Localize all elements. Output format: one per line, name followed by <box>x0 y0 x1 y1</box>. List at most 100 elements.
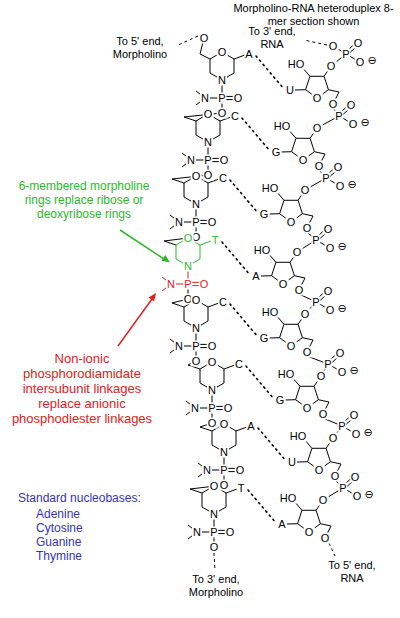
bridge-oxygen: O <box>207 418 218 429</box>
nucleobase-letter: C <box>234 359 244 370</box>
green-pointer <box>120 230 164 259</box>
ribose-ring <box>306 76 310 89</box>
oxygen: O <box>326 61 337 72</box>
ribose-ring <box>284 200 298 201</box>
chain-continuation <box>214 553 215 571</box>
bridge-oxygen: O <box>203 170 214 181</box>
phosphorus: P <box>338 483 347 494</box>
nucleobase-letter: U <box>287 457 297 468</box>
base-pair-bonds <box>230 180 258 213</box>
ring-oxygen: O <box>286 217 297 228</box>
ribose-ring <box>314 386 318 399</box>
nucleobase-letter: T <box>237 483 246 494</box>
ring-oxygen: O <box>191 295 202 306</box>
bond <box>302 338 313 340</box>
ring-oxygen: O <box>298 155 309 166</box>
ring-nitrogen: N <box>209 509 219 520</box>
hydroxyl: HO <box>277 369 296 380</box>
phosphorus: P <box>191 217 200 228</box>
nucleobase-letter: C <box>230 111 240 122</box>
ribose-ring <box>326 448 330 461</box>
ribose-ring <box>276 262 290 263</box>
phosphorus: P <box>207 403 216 414</box>
base-pair-bonds <box>258 428 286 461</box>
callout-note: Non-ionic phosphorodiamidate intersubuni… <box>6 352 158 427</box>
bridge-oxygen: O <box>191 356 202 367</box>
oxygen: O <box>350 472 361 483</box>
negative-charge: ⊖ <box>336 303 347 314</box>
oxygen: O <box>320 533 331 544</box>
ribose-ring <box>280 324 284 337</box>
oxygen: O <box>235 465 246 476</box>
negative-charge: ⊖ <box>359 117 370 128</box>
bond <box>294 276 305 278</box>
bond <box>285 399 296 400</box>
base-name: Guanine <box>36 536 81 550</box>
oxygen: O <box>351 429 362 440</box>
ring-oxygen: O <box>191 171 202 182</box>
oxygen: O <box>225 527 236 538</box>
ribose-ring <box>298 200 302 213</box>
oxygen: O <box>352 491 363 502</box>
bond <box>287 523 298 524</box>
ring-oxygen: O <box>304 527 315 538</box>
oxygen: O <box>300 309 311 320</box>
oxygen: O <box>355 57 366 68</box>
oxygen: O <box>312 123 323 134</box>
ribose-ring <box>324 76 328 89</box>
ring-oxygen: O <box>278 279 289 290</box>
nucleobase-letter: G <box>275 395 286 406</box>
morpholine-ring <box>234 59 235 73</box>
base-pair-bonds <box>246 366 274 399</box>
oxygen: O <box>353 38 364 49</box>
ring-oxygen: O <box>302 403 313 414</box>
oxygen: O <box>346 100 357 111</box>
bridge-oxygen: O <box>217 108 228 119</box>
bond <box>200 241 211 245</box>
morpholine-ring <box>184 183 185 197</box>
bond <box>269 337 280 338</box>
morpholine-ring <box>210 59 211 73</box>
phosphorus: P <box>203 155 212 166</box>
oxygen: O <box>302 223 313 234</box>
ring-nitrogen: N <box>207 385 217 396</box>
bond <box>328 90 339 92</box>
ring-oxygen: O <box>217 47 228 58</box>
oxygen: O <box>207 217 218 228</box>
oxygen: O <box>292 247 303 258</box>
bond <box>320 524 331 526</box>
ribose-ring <box>292 138 296 151</box>
base-pair-bonds <box>248 490 276 523</box>
oxygen: O <box>300 185 311 196</box>
bond <box>190 489 202 493</box>
morpholine-ring <box>212 431 213 445</box>
ring-nitrogen: N <box>191 323 201 334</box>
ring-oxygen: O <box>314 465 325 476</box>
oxygen: O <box>318 495 329 506</box>
nucleobase-letter: A <box>277 519 286 530</box>
oxygen: O <box>349 410 360 421</box>
phosphorus: P <box>337 421 346 432</box>
morpholine-ring <box>208 183 209 197</box>
diagram-title: Morpholino-RNA heteroduplex 8-mer sectio… <box>231 2 396 28</box>
oxygen: O <box>314 161 325 172</box>
ribose-ring <box>312 448 326 449</box>
ribose-ring <box>310 76 324 77</box>
negative-charge: ⊖ <box>348 365 359 376</box>
phosphorus: P <box>321 173 330 184</box>
hydroxyl: HO <box>261 307 280 318</box>
negative-charge: ⊖ <box>362 427 373 438</box>
ring-nitrogen: N <box>191 199 201 210</box>
base-pair-bonds <box>230 304 258 337</box>
hydroxyl: HO <box>279 493 298 504</box>
morpholine-ring <box>200 245 201 259</box>
oxygen: O <box>294 285 305 296</box>
phosphorus: P <box>341 49 350 60</box>
bond <box>261 275 272 276</box>
end-label: To 3' end, RNA <box>241 25 303 50</box>
oxygen: O <box>325 243 336 254</box>
bond <box>281 151 292 152</box>
callout-note: 6-membered morpholine rings replace ribo… <box>4 180 164 221</box>
ring-oxygen: O <box>219 419 230 430</box>
ring-oxygen: O <box>207 357 218 368</box>
